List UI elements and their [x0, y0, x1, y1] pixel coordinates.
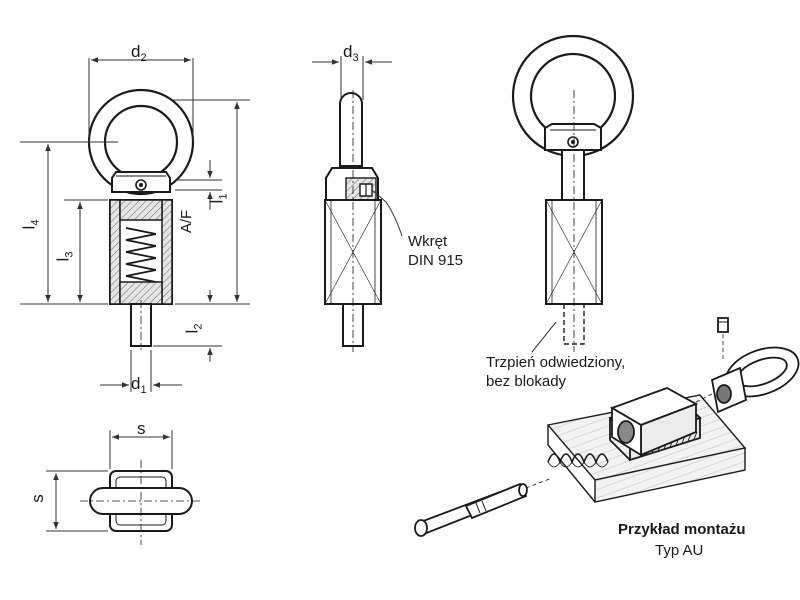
callout-plunger-line1: Trzpień odwiedziony,: [486, 354, 626, 371]
dim-label-d2: d2: [131, 42, 147, 64]
callout-screw: Wkręt DIN 915: [408, 232, 463, 270]
dim-label-s-side: s: [27, 494, 47, 503]
top-view-dimensions: [46, 430, 173, 532]
callout-screw-line2: DIN 915: [408, 252, 464, 269]
mounting-title: Przykład montażu: [618, 521, 746, 538]
dim-label-l4: l4: [19, 219, 42, 230]
dim-label-l2: l2: [182, 323, 205, 334]
callout-plunger: Trzpień odwiedziony, bez blokady: [486, 353, 625, 391]
front-view: [87, 88, 195, 350]
dim-label-s-top: s: [137, 419, 146, 438]
side-view-dimensions: [312, 56, 403, 237]
callout-plunger-line2: bez blokady: [486, 373, 567, 390]
top-view: [80, 460, 202, 545]
front-view-dimensions: [20, 57, 250, 392]
retracted-view: [511, 34, 635, 353]
dim-label-l1: l1: [207, 193, 230, 204]
dim-label-af: A/F: [178, 209, 196, 234]
callout-screw-line1: Wkręt: [408, 233, 448, 250]
side-view: [324, 90, 382, 352]
dim-label-d3: d3: [343, 42, 359, 64]
dim-label-l3: l3: [53, 251, 76, 262]
mounting-type: Typ AU: [655, 542, 704, 559]
mounting-example: [414, 317, 800, 537]
dim-label-d1: d1: [131, 374, 147, 396]
